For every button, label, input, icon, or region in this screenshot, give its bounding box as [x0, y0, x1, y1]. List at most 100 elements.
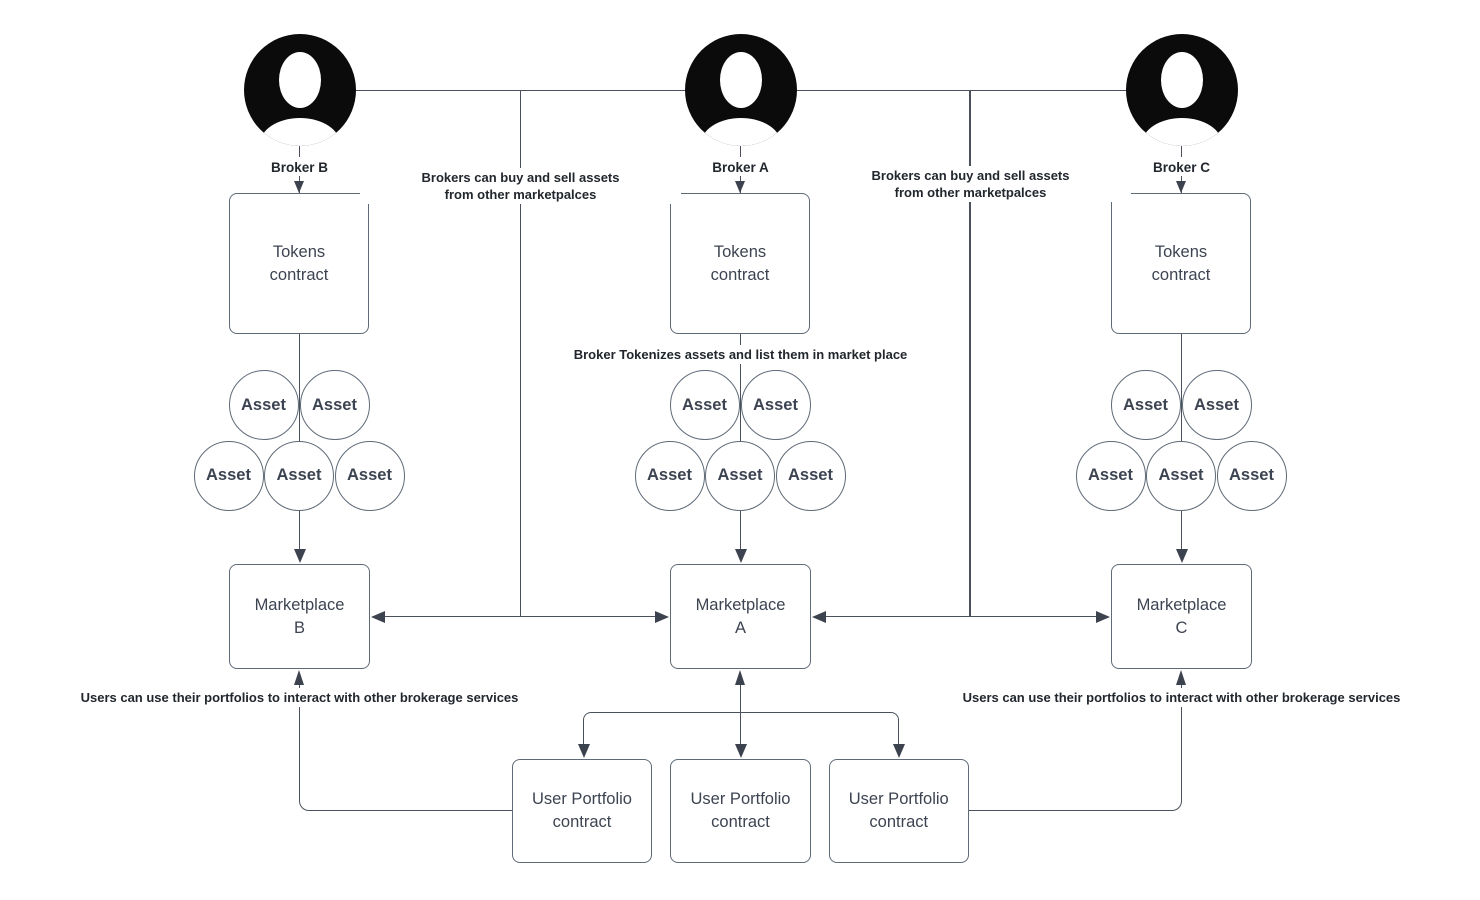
asset-label: Asset [1088, 466, 1133, 484]
box-label-line: contract [552, 813, 612, 831]
box-label-line: User Portfolio [848, 790, 949, 808]
connector-line [298, 146, 301, 157]
annotation-portfolios-right: Users can use their portfolios to intera… [916, 688, 1447, 707]
arrowhead-down [294, 181, 304, 193]
arrowhead-down [734, 549, 747, 563]
arrowhead-up [294, 670, 304, 685]
arrowhead-down [734, 744, 747, 758]
box-label-line: contract [710, 265, 770, 284]
user-portfolio-contract-box-1: User Portfolio contract [512, 759, 652, 863]
box-label-line: Tokens [1154, 242, 1208, 261]
annotation-tokenize: Broker Tokenizes assets and list them in… [530, 345, 951, 364]
tokens-contract-box-b: Tokens contract [229, 193, 369, 334]
avatar-shoulders [1141, 118, 1222, 146]
marketplace-b-a-connector [373, 615, 667, 618]
asset-label: Asset [1123, 395, 1168, 414]
broker-a-label: Broker A [712, 160, 769, 175]
annotation-buy-sell-left: Brokers can buy and sell assets from oth… [360, 168, 681, 204]
asset-label: Asset [682, 395, 727, 414]
box-label-line: Tokens [713, 242, 767, 261]
broker-a-avatar-icon [684, 34, 797, 146]
marketplace-b-box: Marketplace B [229, 564, 370, 669]
asset-label: Asset [241, 395, 286, 414]
asset-node: Asset [634, 440, 705, 511]
asset-node: Asset [669, 370, 740, 440]
avatar-head [1160, 52, 1203, 108]
asset-node: Asset [740, 370, 811, 440]
asset-node: Asset [264, 440, 334, 511]
marketplace-a-c-connector [814, 615, 1108, 618]
asset-node: Asset [228, 370, 299, 440]
annotation-line: from other marketpalces [894, 185, 1047, 200]
box-label-line: User Portfolio [690, 790, 791, 808]
avatar-shoulders [700, 118, 781, 146]
asset-label: Asset [1229, 466, 1274, 484]
asset-node: Asset [705, 440, 775, 511]
arrowhead-right [655, 610, 669, 623]
asset-node: Asset [193, 440, 264, 511]
box-label-line: contract [269, 265, 329, 284]
asset-node: Asset [1110, 370, 1181, 440]
annotation-line: Brokers can buy and sell assets [421, 170, 620, 185]
user-portfolio-contract-box-3: User Portfolio contract [828, 759, 969, 863]
marketplace-a-box: Marketplace A [670, 564, 811, 669]
arrowhead-left [371, 610, 385, 623]
annotation-buy-sell-right: Brokers can buy and sell assets from oth… [810, 166, 1131, 202]
portfolio-to-marketplace-b-elbow [298, 685, 512, 811]
broker-b-avatar-icon [243, 34, 356, 146]
box-label-line: User Portfolio [532, 790, 632, 808]
box-label-line: Marketplace [254, 595, 345, 614]
asset-node: Asset [1075, 440, 1146, 511]
box-label-line: contract [1151, 265, 1211, 284]
portfolio-to-marketplace-c-elbow [969, 685, 1182, 811]
arrowhead-down [577, 744, 590, 758]
box-label-line: C [1175, 618, 1188, 637]
asset-label: Asset [647, 466, 692, 484]
asset-label: Asset [347, 466, 392, 484]
arrowhead-down [1176, 181, 1186, 193]
asset-node: Asset [1146, 440, 1216, 511]
avatar-head [719, 52, 762, 108]
broker-c-label: Broker C [1152, 160, 1211, 175]
asset-label: Asset [1158, 466, 1204, 484]
tokens-contract-box-c: Tokens contract [1111, 193, 1251, 334]
connector-line [1180, 146, 1183, 157]
connector-line [739, 146, 742, 157]
broker-c-avatar-icon [1125, 34, 1238, 146]
avatar-shoulders [259, 118, 340, 146]
box-label-line: Marketplace [1136, 595, 1227, 614]
arrowhead-down [735, 181, 745, 193]
arrowhead-left [812, 610, 826, 623]
annotation-line: Brokers can buy and sell assets [871, 168, 1070, 183]
arrowhead-down [1175, 549, 1188, 563]
asset-label: Asset [276, 466, 322, 484]
branch-right-elbow [740, 711, 899, 745]
box-label-line: contract [869, 813, 929, 831]
tokens-contract-box-a: Tokens contract [670, 193, 810, 334]
asset-label: Asset [206, 466, 251, 484]
asset-label: Asset [312, 395, 357, 414]
annotation-portfolios-left: Users can use their portfolios to intera… [34, 688, 565, 707]
broker-to-marketplace-drop-left [519, 90, 521, 617]
asset-label: Asset [788, 466, 833, 484]
broker-b-label: Broker B [270, 160, 329, 175]
asset-label: Asset [717, 466, 763, 484]
arrowhead-down [293, 549, 306, 563]
box-label-line: Tokens [272, 242, 326, 261]
asset-node: Asset [334, 440, 405, 511]
box-label-line: Marketplace [695, 595, 786, 614]
branch-left-elbow [583, 711, 740, 745]
annotation-line: from other marketpalces [444, 187, 597, 202]
arrowhead-up [1176, 670, 1186, 685]
asset-label: Asset [753, 395, 798, 414]
asset-node: Asset [299, 370, 370, 440]
box-label-line: contract [711, 813, 770, 831]
box-label-line: A [734, 618, 746, 637]
box-label-line: B [293, 618, 305, 637]
asset-node: Asset [1216, 440, 1287, 511]
broker-to-marketplace-drop-right [969, 90, 971, 617]
asset-node: Asset [1181, 370, 1252, 440]
arrowhead-right [1096, 610, 1110, 623]
asset-node: Asset [775, 440, 846, 511]
